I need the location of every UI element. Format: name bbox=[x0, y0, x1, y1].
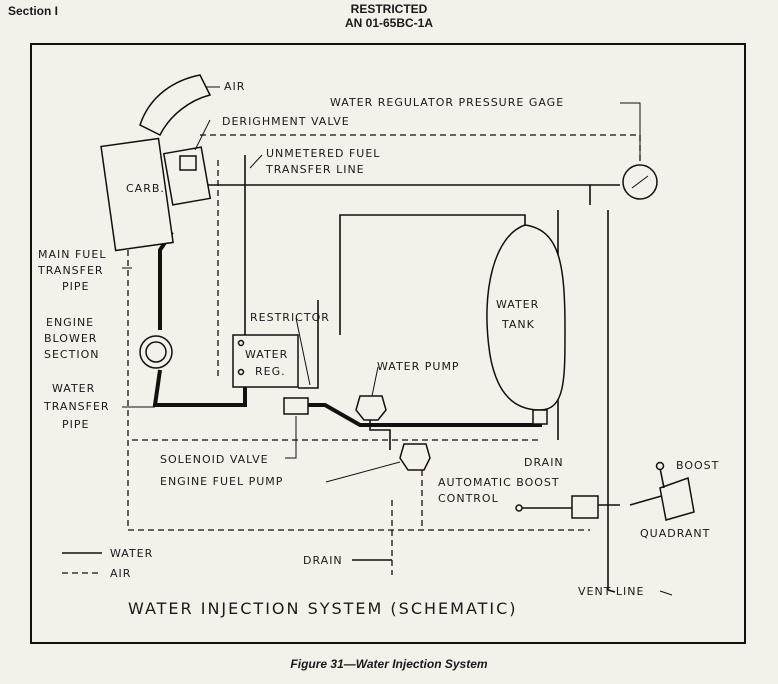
diagram-title: WATER INJECTION SYSTEM (SCHEMATIC) bbox=[128, 599, 518, 618]
water-pump bbox=[355, 395, 387, 421]
air-intake-duct bbox=[139, 74, 212, 137]
label-water-tank-1: WATER bbox=[496, 298, 539, 311]
tank-drain-valve bbox=[532, 409, 548, 425]
derichment-valve bbox=[179, 155, 197, 171]
label-solenoid-valve: SOLENOID VALVE bbox=[160, 453, 269, 466]
reg-port-top bbox=[237, 339, 245, 347]
solenoid-leader bbox=[285, 416, 297, 459]
fuel-pump-leader bbox=[325, 461, 401, 483]
label-water-reg-2: REG. bbox=[255, 365, 286, 378]
restrictor-leader bbox=[295, 317, 311, 386]
label-water-reg-1: WATER bbox=[245, 348, 288, 361]
label-automatic-boost-1: AUTOMATIC BOOST bbox=[438, 476, 560, 489]
transfer-lines bbox=[152, 230, 542, 427]
document-header: RESTRICTED AN 01-65BC-1A bbox=[0, 2, 778, 30]
figure-frame bbox=[30, 43, 746, 644]
label-vent-line: VENT LINE bbox=[578, 585, 644, 598]
legend-air-label: AIR bbox=[110, 567, 131, 580]
carburetor bbox=[100, 137, 174, 252]
label-main-fuel-2: TRANSFER bbox=[37, 264, 104, 277]
label-drain-tank: DRAIN bbox=[524, 456, 564, 469]
label-engine-blower-2: BLOWER bbox=[44, 332, 97, 345]
boost-lever-knob bbox=[655, 461, 665, 471]
label-restrictor: RESTRICTOR bbox=[250, 311, 330, 324]
gage-needle bbox=[631, 175, 649, 189]
quadrant bbox=[659, 476, 695, 521]
classification-label: RESTRICTED bbox=[350, 2, 428, 16]
label-drain-bottom: DRAIN bbox=[303, 554, 343, 567]
vent-arrow bbox=[659, 590, 673, 596]
label-water-transfer-3: PIPE bbox=[62, 418, 89, 431]
label-engine-blower-3: SECTION bbox=[44, 348, 99, 361]
air-line-left bbox=[127, 190, 590, 531]
label-engine-blower-1: ENGINE bbox=[46, 316, 94, 329]
section-header: Section I bbox=[8, 4, 59, 18]
label-main-fuel-1: MAIN FUEL bbox=[38, 248, 106, 261]
label-unmetered-fuel-2: TRANSFER LINE bbox=[265, 163, 365, 176]
label-derichment-valve: DERIGHMENT VALVE bbox=[222, 115, 350, 128]
legend: WATER AIR bbox=[62, 547, 153, 580]
main-fuel-transfer-pipe bbox=[158, 230, 174, 330]
label-unmetered-fuel-1: UNMETERED FUEL bbox=[266, 147, 380, 160]
boost-lever bbox=[659, 467, 665, 489]
engine-fuel-pump bbox=[399, 443, 431, 471]
label-water-transfer-2: TRANSFER bbox=[43, 400, 110, 413]
automatic-boost-control bbox=[571, 495, 599, 519]
boost-rod-end bbox=[515, 504, 523, 512]
pump-to-tank-pipe bbox=[308, 400, 542, 427]
leader-lines bbox=[122, 86, 673, 596]
diagram-labels: AIR DERIGHMENT VALVE WATER REGULATOR PRE… bbox=[37, 80, 719, 598]
label-water-tank-2: TANK bbox=[501, 318, 535, 331]
unmetered-leader bbox=[249, 154, 263, 169]
vent-stub bbox=[607, 589, 616, 593]
figure-caption: Figure 31—Water Injection System bbox=[290, 657, 488, 671]
carb-upper-body bbox=[162, 146, 212, 206]
label-air: AIR bbox=[224, 80, 245, 93]
reg-port-bottom bbox=[237, 368, 245, 376]
legend-water-label: WATER bbox=[110, 547, 153, 560]
label-water-transfer-1: WATER bbox=[52, 382, 95, 395]
solenoid-valve bbox=[283, 397, 309, 415]
water-transfer-pipe bbox=[152, 369, 247, 407]
label-boost: BOOST bbox=[676, 459, 719, 472]
quadrant-link bbox=[629, 494, 666, 506]
label-main-fuel-3: PIPE bbox=[62, 280, 89, 293]
water-pump-leader bbox=[371, 366, 379, 397]
label-carb: CARB. bbox=[126, 182, 165, 195]
label-engine-fuel-pump: ENGINE FUEL PUMP bbox=[160, 475, 283, 488]
unmetered-fuel-line bbox=[205, 184, 591, 205]
tank-feed-line bbox=[339, 214, 526, 335]
label-quadrant: QUADRANT bbox=[640, 527, 710, 540]
label-water-regulator-pressure-gage: WATER REGULATOR PRESSURE GAGE bbox=[330, 96, 564, 109]
document-number: AN 01-65BC-1A bbox=[344, 16, 434, 30]
gage-leader bbox=[620, 102, 641, 160]
label-water-pump: WATER PUMP bbox=[377, 360, 460, 373]
derichment-leader bbox=[194, 119, 211, 151]
engine-blower-inner bbox=[145, 341, 167, 363]
restrictor-line bbox=[298, 300, 319, 389]
label-automatic-boost-2: CONTROL bbox=[438, 492, 499, 505]
